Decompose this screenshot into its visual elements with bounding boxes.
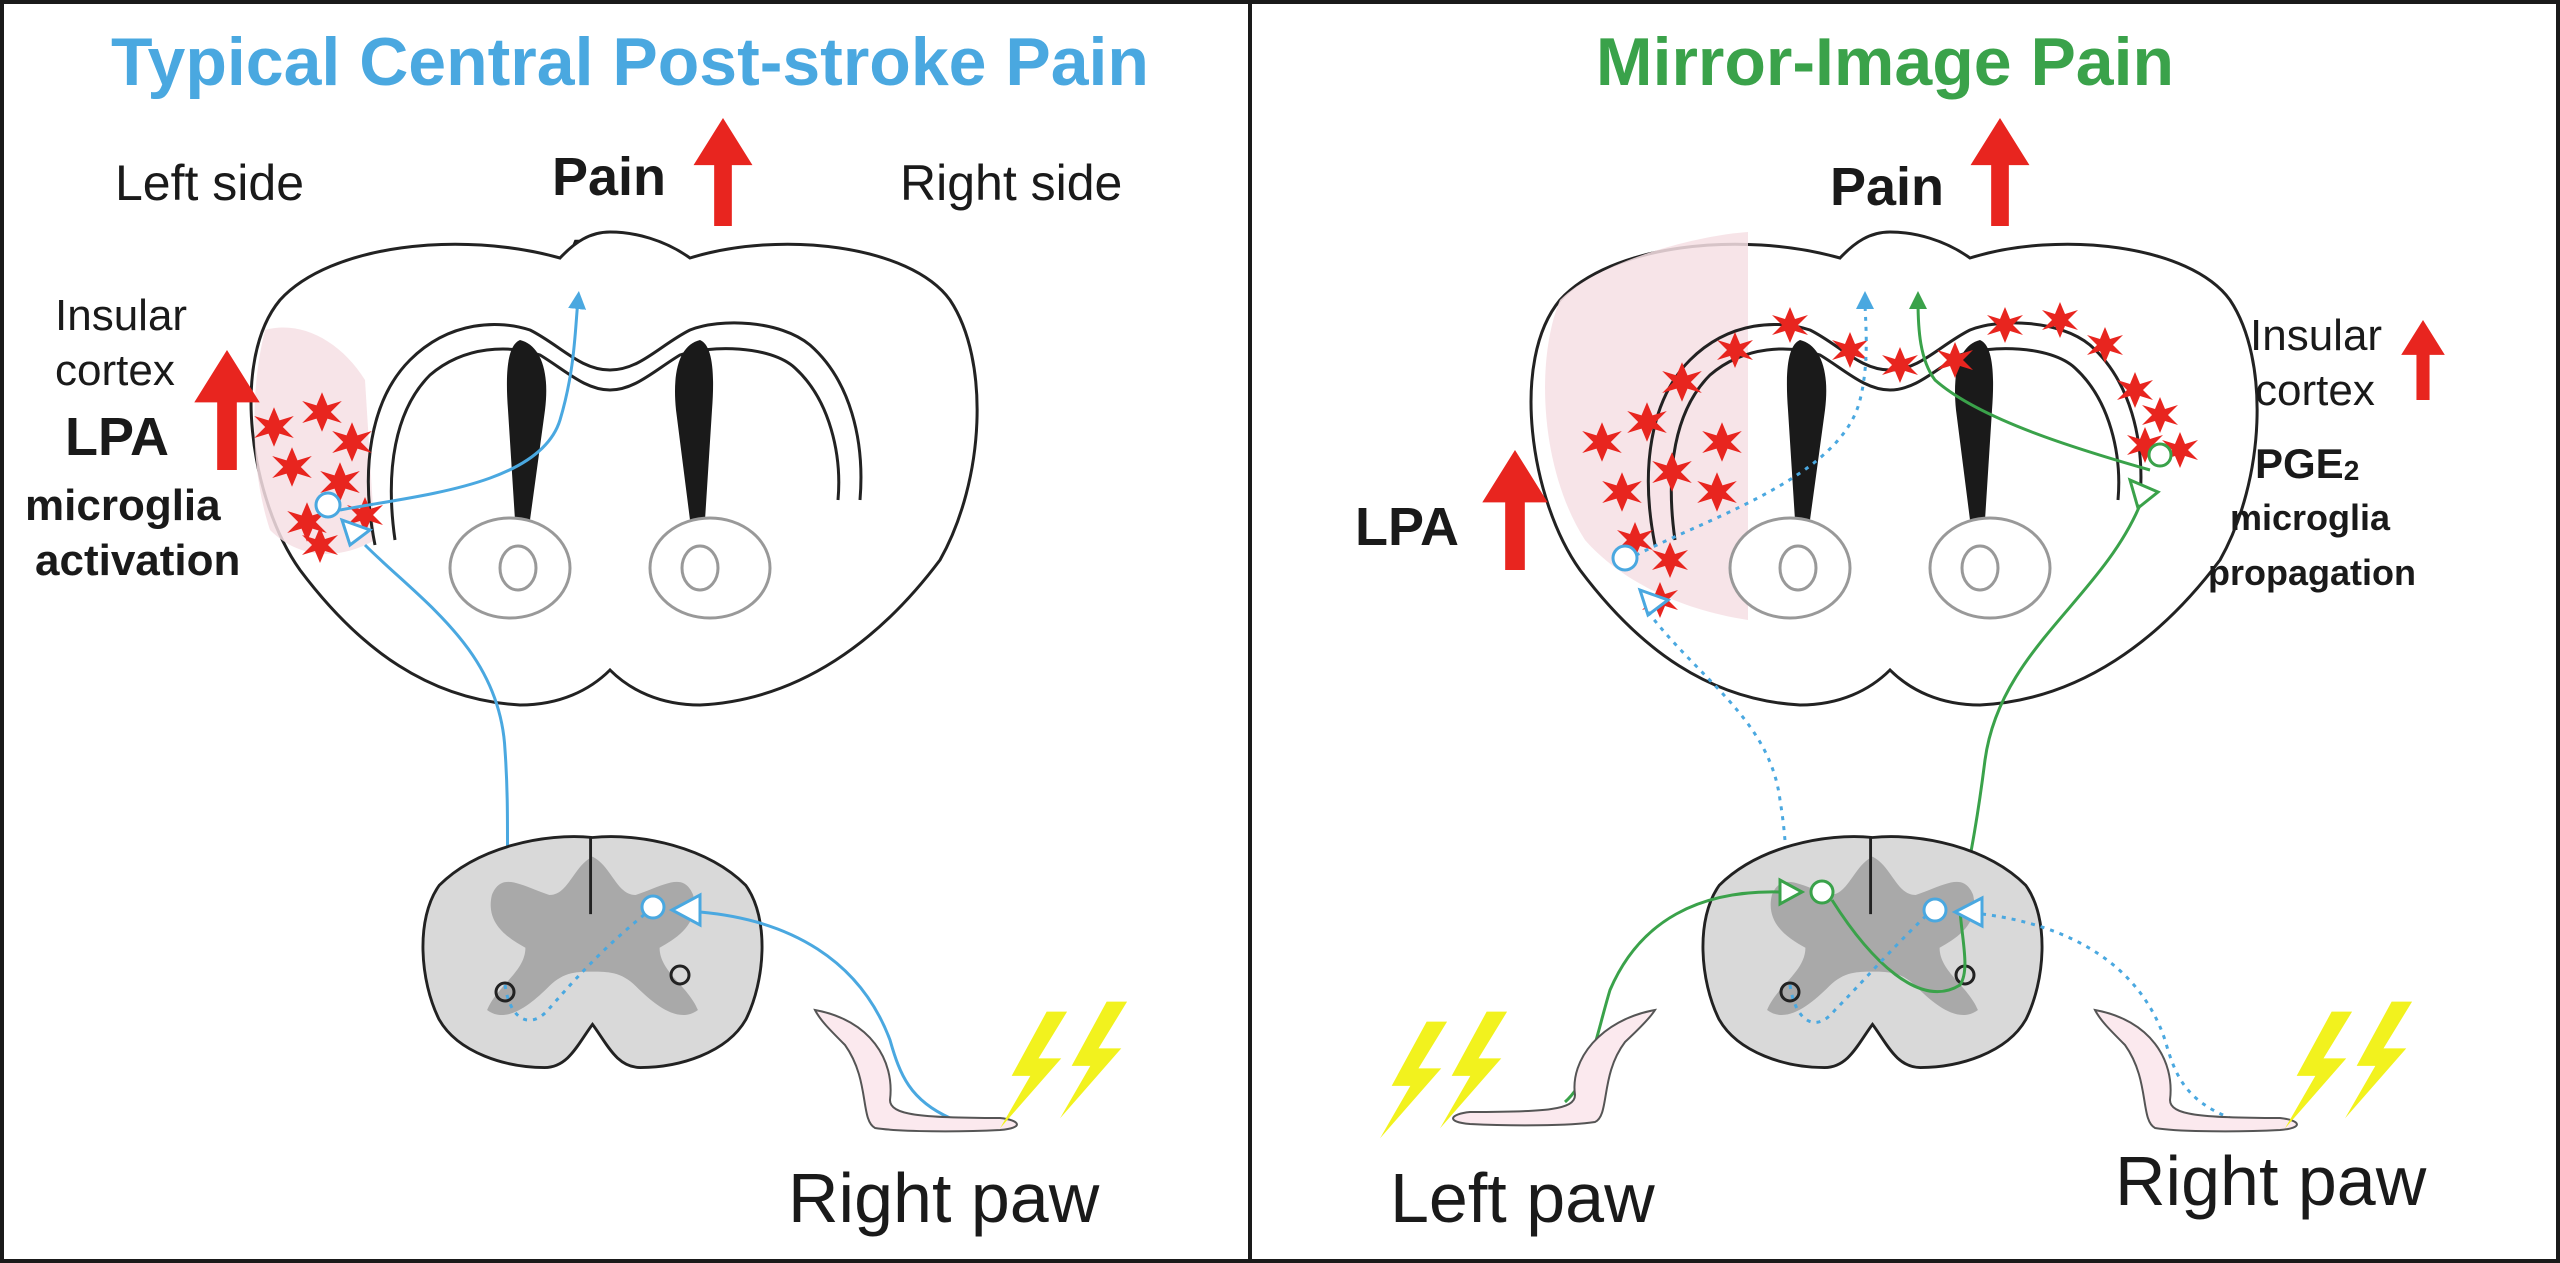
right-propagation-label: propagation bbox=[2208, 552, 2416, 593]
left-lpa-label: LPA bbox=[65, 407, 169, 467]
right-microglia-label: microglia bbox=[2230, 497, 2391, 538]
right-insular-soma-icon bbox=[2147, 442, 2173, 468]
left-insular-region bbox=[254, 327, 375, 554]
left-insular-label-1: Insular bbox=[55, 291, 187, 340]
left-paw-label: Left paw bbox=[1390, 1159, 1655, 1237]
right-paw-label: Right paw bbox=[2115, 1142, 2427, 1220]
lightning-icon bbox=[1060, 1001, 1128, 1119]
left-cortex-synapse-icon bbox=[339, 517, 374, 548]
right-insular-label-1: Insular bbox=[2250, 311, 2382, 360]
right-pge-label: PGE2 bbox=[2255, 440, 2359, 487]
left-cord-soma-icon bbox=[640, 894, 666, 920]
right-blue-brain-pathway bbox=[1626, 291, 1875, 562]
right-ventricle-1 bbox=[1786, 340, 1827, 535]
pain-up-arrow-icon bbox=[1970, 118, 2030, 226]
left-panel-title: Typical Central Post-stroke Pain bbox=[111, 24, 1149, 100]
right-paw-illustration bbox=[2093, 1008, 2298, 1133]
right-paw-illustration bbox=[813, 1008, 1018, 1133]
right-ventricle-2 bbox=[1955, 340, 1994, 535]
right-side-label: Right side bbox=[900, 155, 1122, 211]
left-thalamus-right bbox=[648, 516, 772, 620]
lightning-icon bbox=[1000, 1011, 1068, 1129]
lightning-icon bbox=[1380, 1021, 1448, 1139]
left-activation-label: activation bbox=[35, 536, 240, 585]
right-lpa-label: LPA bbox=[1355, 497, 1459, 557]
left-corpus-callosum bbox=[366, 321, 863, 546]
right-insular-label-2: cortex bbox=[2255, 366, 2375, 415]
right-cord-green-soma-icon bbox=[1809, 879, 1835, 905]
insular-up-arrow-icon bbox=[2401, 320, 2445, 400]
right-cortex-synapse-icon bbox=[1637, 587, 1672, 618]
right-pain-label: Pain bbox=[1830, 157, 1944, 217]
left-cortex-soma-icon bbox=[314, 491, 342, 519]
left-side-label: Left side bbox=[115, 155, 304, 211]
lightning-icon bbox=[2285, 1011, 2353, 1129]
left-brain-pathway bbox=[339, 291, 587, 512]
left-insular-label-2: cortex bbox=[55, 346, 175, 395]
left-ventricle-1 bbox=[506, 340, 547, 535]
right-insular-synapse-icon bbox=[2127, 477, 2161, 511]
left-paw-illustration bbox=[1452, 1008, 1658, 1127]
right-green-brain-pathway bbox=[1909, 291, 2151, 472]
left-pain-label: Pain bbox=[552, 147, 666, 207]
right-thalamus-left bbox=[1728, 516, 1852, 620]
left-cord-synapse-icon bbox=[668, 892, 702, 928]
right-cortex-soma-icon bbox=[1611, 544, 1639, 572]
left-panel: Typical Central Post-stroke Pain Left si… bbox=[25, 24, 1149, 1237]
right-cord-blue-synapse-icon bbox=[1951, 895, 1984, 929]
pain-up-arrow-icon bbox=[693, 118, 753, 226]
left-microglia-label: microglia bbox=[25, 481, 221, 530]
right-panel-title: Mirror-Image Pain bbox=[1596, 24, 2174, 100]
left-ventricle-2 bbox=[675, 340, 714, 535]
lightning-icon bbox=[2345, 1001, 2413, 1119]
left-panel-paw-label: Right paw bbox=[788, 1159, 1100, 1237]
left-thalamus-left bbox=[448, 516, 572, 620]
left-spinal-cord bbox=[421, 835, 764, 1069]
right-thalamus-right bbox=[1928, 516, 2052, 620]
right-cord-blue-soma-icon bbox=[1922, 897, 1948, 923]
right-panel: Mirror-Image Pain Pain ACC bbox=[1355, 24, 2445, 1237]
